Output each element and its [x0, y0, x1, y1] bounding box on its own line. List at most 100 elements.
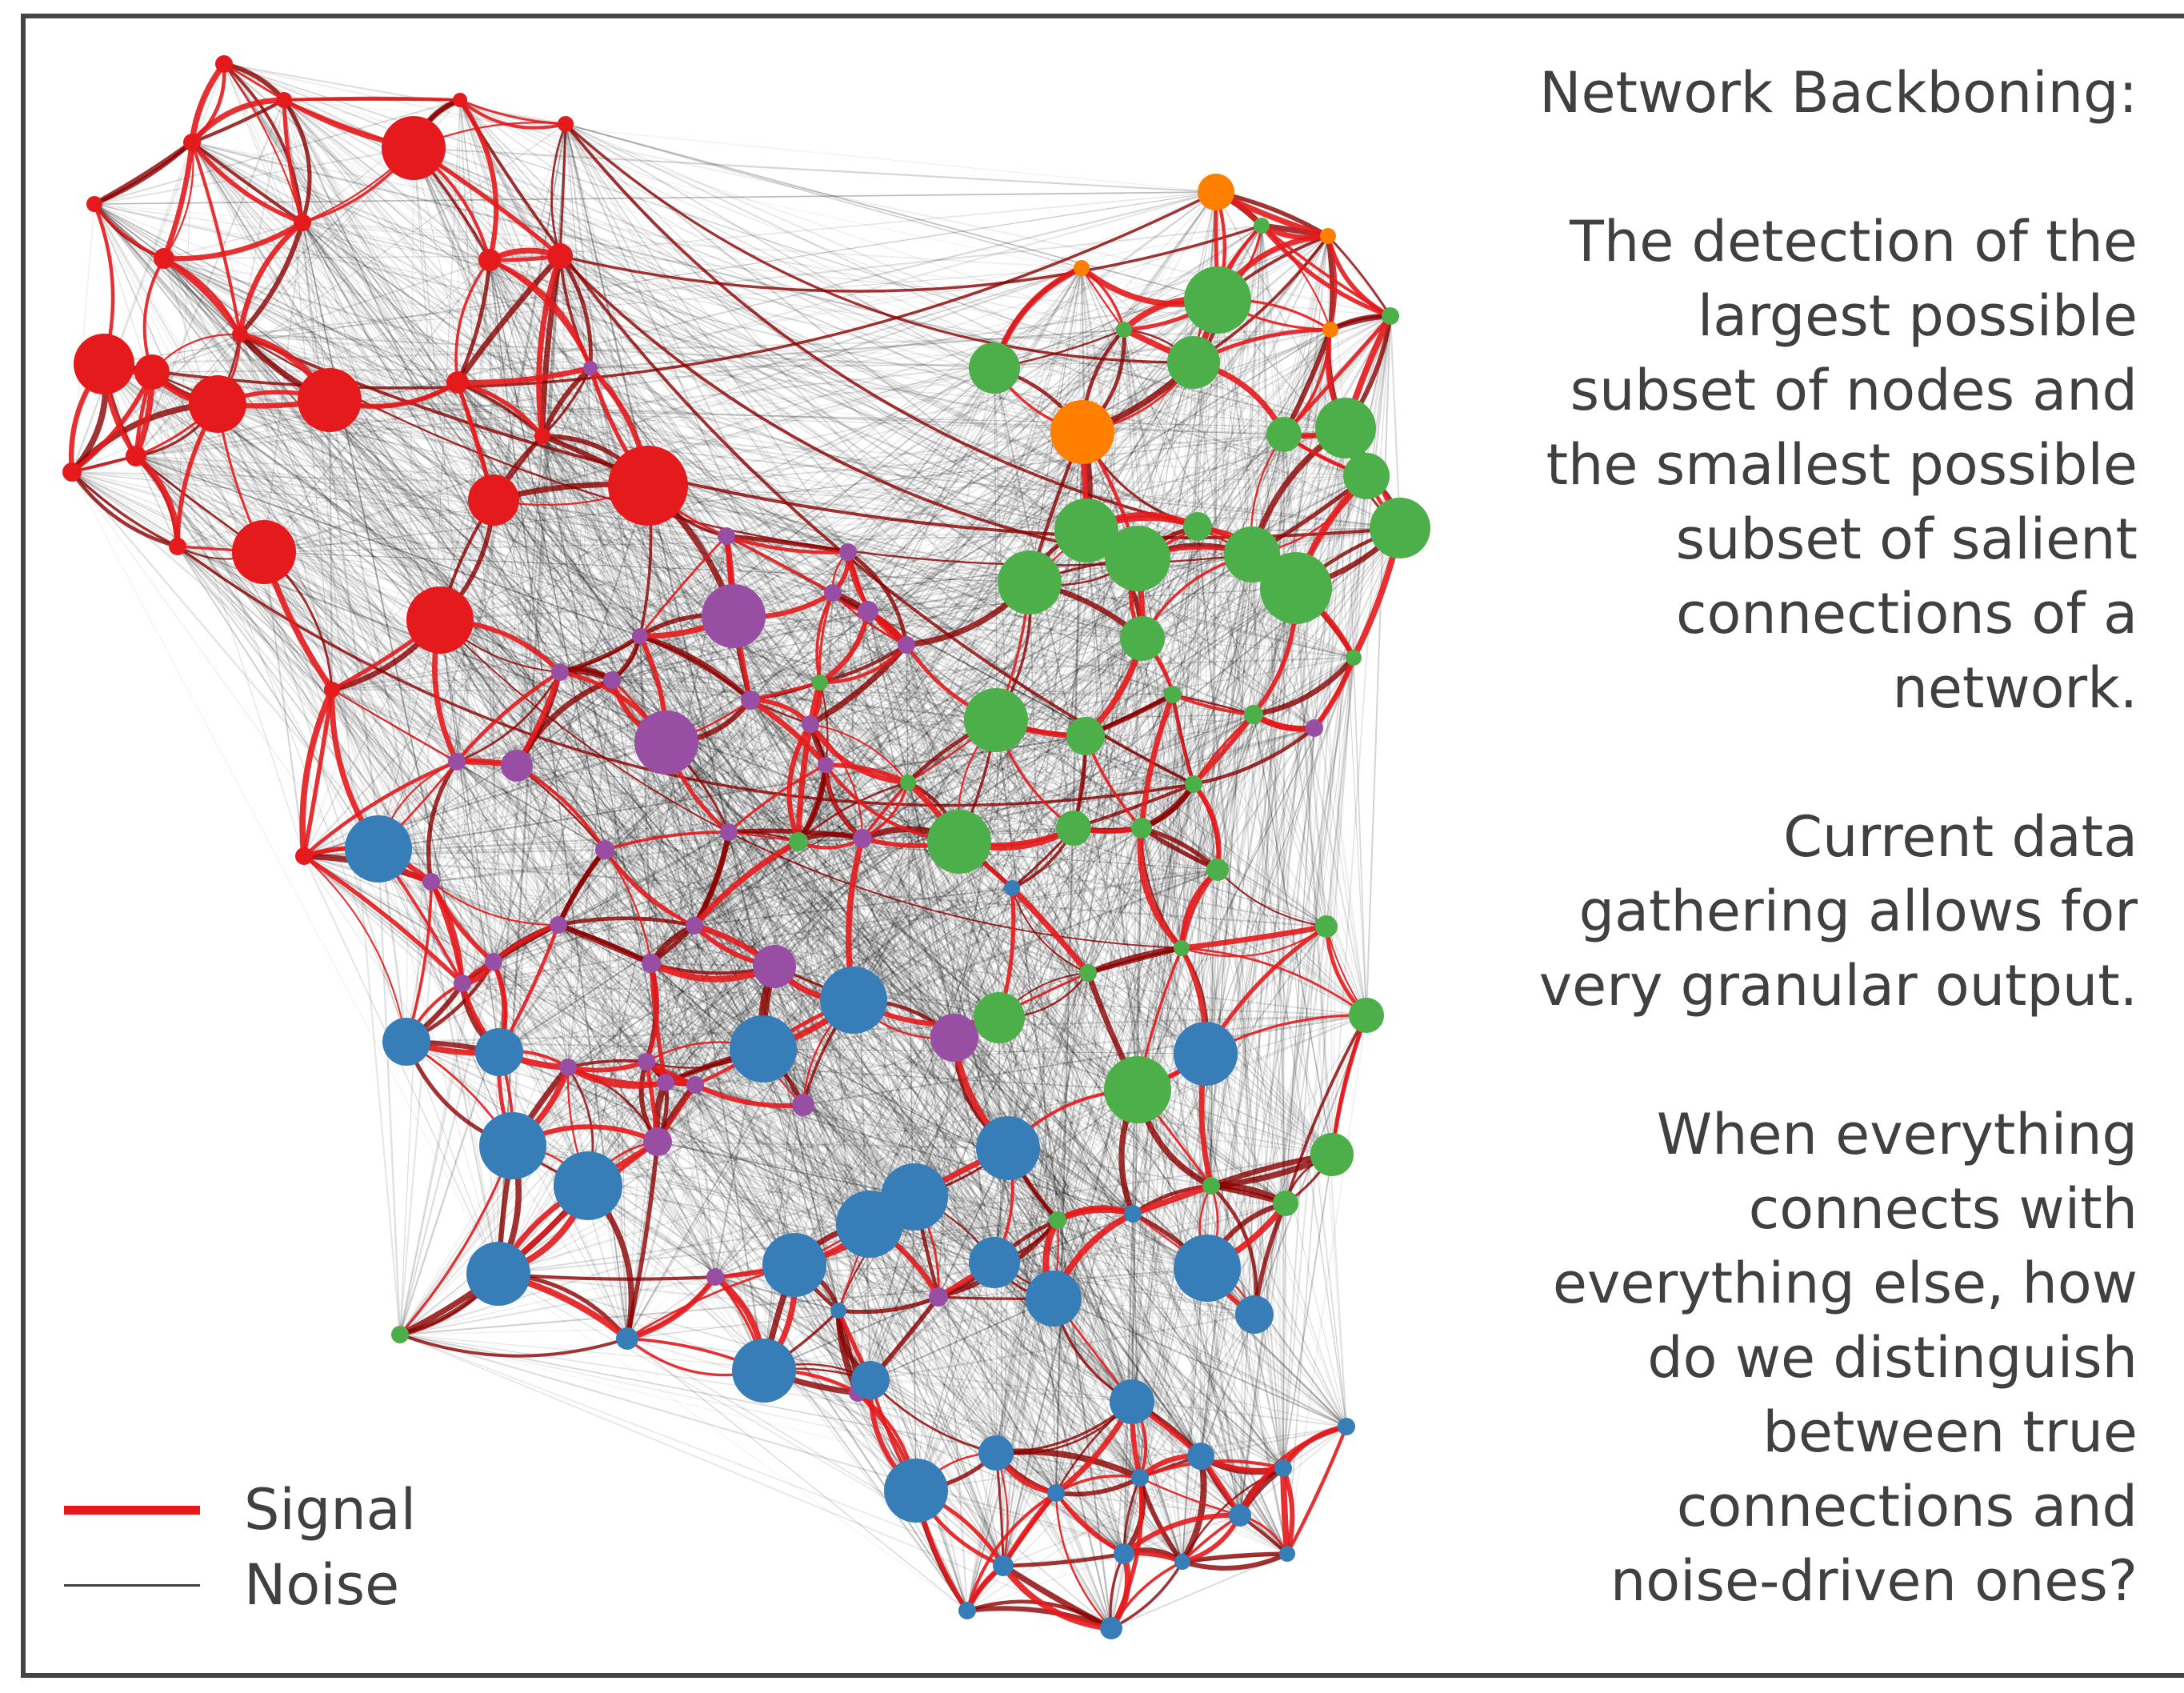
- node-red: [298, 368, 362, 432]
- node-purple: [824, 584, 842, 602]
- node-blue: [1279, 1546, 1295, 1562]
- node-green: [969, 342, 1020, 394]
- node-blue: [1229, 1504, 1251, 1527]
- node-purple: [741, 690, 760, 710]
- node-red: [134, 354, 170, 390]
- node-blue: [1047, 1484, 1065, 1502]
- legend-swatch-signal: [64, 1505, 200, 1515]
- node-green: [1079, 964, 1097, 982]
- node-green: [1343, 453, 1390, 499]
- node-blue: [976, 1116, 1040, 1180]
- node-green: [1056, 810, 1091, 846]
- node-purple: [485, 953, 502, 971]
- node-blue: [851, 1361, 890, 1399]
- node-purple: [858, 601, 878, 622]
- node-red: [294, 214, 311, 231]
- node-blue: [836, 1191, 903, 1258]
- node-green: [1116, 322, 1132, 338]
- node-green: [1184, 266, 1251, 334]
- node-blue: [993, 1555, 1014, 1576]
- node-blue: [978, 1435, 1014, 1471]
- node-purple: [603, 671, 621, 689]
- node-green: [1105, 526, 1170, 591]
- node-red: [478, 249, 501, 271]
- legend-item-noise: Noise: [64, 1547, 416, 1623]
- node-green: [998, 550, 1062, 614]
- node-blue: [616, 1327, 638, 1350]
- node-blue: [1114, 1543, 1134, 1564]
- node-blue: [466, 1242, 530, 1306]
- node-purple: [720, 823, 738, 841]
- node-red: [468, 474, 519, 526]
- node-purple: [643, 1127, 672, 1156]
- node-green: [974, 992, 1025, 1043]
- node-blue: [1004, 880, 1020, 896]
- node-green: [1370, 498, 1430, 558]
- node-green: [1382, 307, 1399, 325]
- node-blue: [1235, 1295, 1274, 1334]
- node-green: [1164, 686, 1182, 703]
- node-purple: [753, 945, 796, 988]
- node-purple: [686, 917, 703, 935]
- legend-swatch-noise: [64, 1583, 200, 1587]
- node-red: [276, 92, 292, 108]
- node-green: [1266, 417, 1302, 452]
- node-green: [964, 688, 1028, 752]
- node-purple: [632, 628, 648, 644]
- node-green: [1310, 1133, 1354, 1176]
- node-blue: [1174, 1554, 1190, 1570]
- node-green: [1104, 1056, 1171, 1123]
- node-green: [1315, 398, 1376, 458]
- paragraph-definition: The detection of the largest possible su…: [1546, 209, 2138, 721]
- node-purple: [551, 663, 569, 681]
- node-red: [453, 93, 467, 107]
- node-green: [1049, 1211, 1066, 1229]
- node-blue: [1131, 1469, 1149, 1487]
- node-green: [900, 774, 916, 790]
- node-green: [1206, 859, 1229, 881]
- node-orange: [1050, 400, 1114, 464]
- node-orange: [1320, 228, 1336, 244]
- node-purple: [853, 829, 872, 848]
- legend: Signal Noise: [64, 1472, 416, 1623]
- node-orange: [1198, 174, 1234, 210]
- node-red: [126, 446, 146, 466]
- node-purple: [634, 710, 698, 774]
- node-green: [1346, 650, 1362, 666]
- node-red: [232, 520, 296, 584]
- node-purple: [422, 873, 440, 891]
- node-green: [1183, 512, 1212, 541]
- node-purple: [550, 916, 567, 934]
- node-orange: [1322, 322, 1338, 338]
- node-red: [558, 116, 574, 132]
- node-red: [608, 446, 688, 526]
- node-purple: [657, 1074, 674, 1091]
- node-green: [1054, 498, 1118, 562]
- node-purple: [501, 750, 533, 782]
- panel-title: Network Backboning:: [1539, 60, 2138, 126]
- legend-label-signal: Signal: [244, 1477, 417, 1543]
- node-green: [1273, 1191, 1298, 1216]
- node-red: [446, 371, 469, 394]
- node-blue: [958, 1602, 976, 1619]
- node-purple: [706, 1268, 724, 1286]
- node-red: [382, 116, 446, 180]
- node-blue: [1174, 1022, 1238, 1086]
- node-purple: [583, 361, 598, 375]
- node-purple: [718, 527, 735, 545]
- node-blue: [1124, 1205, 1142, 1223]
- legend-label-noise: Noise: [244, 1552, 400, 1618]
- node-purple: [818, 757, 834, 773]
- node-purple: [559, 1059, 577, 1076]
- paragraph-data-gathering: Current data gathering allows for very g…: [1538, 804, 2138, 1019]
- node-green: [789, 832, 808, 851]
- node-green: [1349, 998, 1384, 1033]
- node-blue: [1026, 1271, 1082, 1327]
- node-purple: [802, 715, 819, 733]
- node-blue: [1174, 1235, 1241, 1302]
- node-green: [1315, 915, 1338, 938]
- node-red: [534, 428, 550, 444]
- node-green: [1202, 1177, 1220, 1195]
- node-purple: [686, 1076, 704, 1094]
